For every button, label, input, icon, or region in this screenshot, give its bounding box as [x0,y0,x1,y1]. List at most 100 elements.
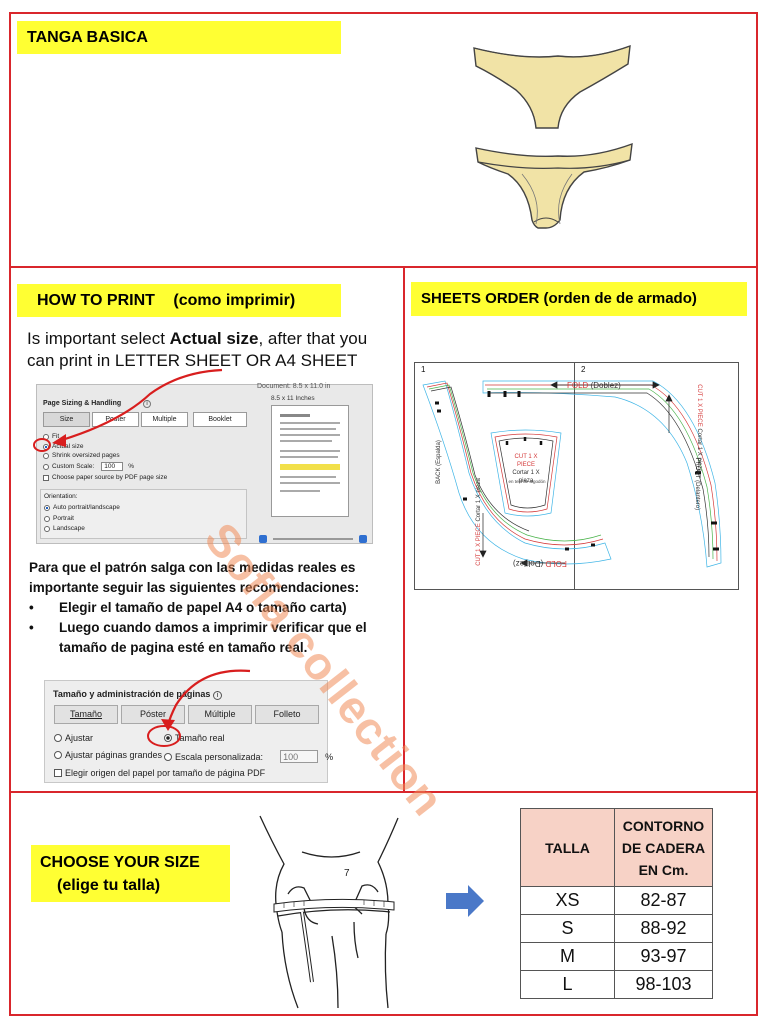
ajustar-option[interactable]: Ajustar [54,733,93,743]
shrink-option[interactable]: Shrink oversized pages [43,452,120,459]
hip-cell: 82-87 [614,886,713,915]
info-icon-es: i [212,691,222,700]
paper-source-label: Choose paper source by PDF page size [52,474,168,481]
orientation-auto-radio[interactable] [44,504,50,511]
origen-papel-label: Elegir origen del papel por tamaño de pá… [65,768,266,778]
tamano-button[interactable]: Tamaño [54,705,118,724]
folleto-button[interactable]: Folleto [255,705,319,724]
escala-label: Escala personalizada: [175,751,264,762]
orientation-landscape[interactable]: Landscape [44,525,85,532]
actual-size-option[interactable]: Actual size [43,443,83,450]
callout-arrow-en [33,368,223,452]
print-dialog-es: Tamaño y administración de páginas i Tam… [44,680,333,783]
tamano-real-radio[interactable] [164,734,172,742]
es-item-2-pre: Luego cuando damos a imprimir verificar … [59,620,367,655]
preview-next-icon[interactable] [359,535,367,543]
bullet-2: • [29,620,34,635]
section-choose-size [9,791,758,1016]
page-sizing-title: Page Sizing & Handling [43,400,122,407]
paper-source-checkbox[interactable] [43,474,49,481]
ajustar-label: Ajustar [65,733,94,743]
orientation-portrait[interactable]: Portrait [44,515,74,522]
escala-radio[interactable] [164,752,172,761]
table-row: M 93-97 [520,942,713,971]
actual-size-radio[interactable] [43,443,49,450]
escala-unit: % [325,751,334,762]
choose-size-es: (elige tu talla) [57,877,161,894]
orientation-auto[interactable]: Auto portrait/landscape [44,504,120,511]
table-row: XS 82-87 [520,886,713,915]
sheets-order-title: SHEETS ORDER (orden de de armado) [411,282,747,316]
tamano-real-label: Tamaño real [175,733,225,743]
bullet-1: • [29,600,34,615]
multiple-button[interactable]: Multiple [141,412,188,427]
shrink-radio[interactable] [43,452,49,459]
grain-arrows [479,381,673,567]
custom-scale-option[interactable]: Custom Scale:100% [43,462,134,471]
table-row: L 98-103 [520,970,713,999]
size-cell: XS [520,886,615,915]
es-dialog-title-text: Tamaño y administración de páginas [53,689,211,699]
hip-cell: 93-97 [614,942,713,971]
hip-cell: 98-103 [614,970,713,999]
table-row: S 88-92 [520,914,713,943]
multiple-es-button[interactable]: Múltiple [188,705,252,724]
actual-size-label: Actual size [52,443,84,450]
custom-scale-label: Custom Scale: [52,463,95,470]
cut-back-label: CUT 1 X PIECE Cortar 1 X pieza [475,478,482,566]
size-table-header: TALLA CONTORNO DE CADERA EN Cm. [520,808,713,887]
es-item-2-post: . [303,640,308,655]
how-to-print-en: HOW TO PRINT [37,292,155,309]
pattern-divider [574,363,575,589]
es-item-2-text: Luego cuando damos a imprimir verificar … [59,618,397,658]
spanish-instructions: Para que el patrón salga con las medidas… [29,558,397,658]
print-intro-text: Is important select Actual size, after t… [27,328,392,372]
custom-scale-input[interactable]: 100 [101,462,124,471]
orientation-portrait-radio[interactable] [44,515,50,522]
print-dialog-en: Document: 8.5 x 11.0 in Page Sizing & Ha… [36,383,373,544]
page-preview [271,405,349,517]
es-item-2: • Luego cuando damos a imprimir verificar… [29,618,397,658]
es-intro: Para que el patrón salga con las medidas… [29,560,360,595]
custom-scale-radio[interactable] [43,463,49,470]
size-button[interactable]: Size [43,412,90,427]
booklet-button[interactable]: Booklet [193,412,247,427]
preview-slider[interactable] [273,538,353,540]
orientation-portrait-label: Portrait [53,515,74,522]
es-dialog-title: Tamaño y administración de páginas i [53,689,222,700]
figure-number: 7 [344,868,350,879]
ajustar-grandes-label: Ajustar páginas grandes [65,750,163,760]
ajustar-grandes-radio[interactable] [54,751,62,759]
intro-pre: Is important select [27,329,170,348]
tanga-title: TANGA BASICA [17,21,341,54]
fold-top-label: FOLD (Doblez) [567,381,621,390]
size-table: TALLA CONTORNO DE CADERA EN Cm. XS 82-87… [520,808,713,999]
tanga-back-view [475,142,633,229]
pattern-diagram: 1 2 [414,362,739,590]
page-preview-size: 8.5 x 11 Inches [271,395,315,402]
ajustar-radio[interactable] [54,734,62,742]
tanga-front-view [473,44,631,129]
es-item-1: •Elegir el tamaño de papel A4 o tamaño c… [29,598,397,618]
escala-option[interactable]: Escala personalizada: 100% [164,750,333,763]
choose-size-en: CHOOSE YOUR SIZE [40,854,200,871]
orientation-landscape-radio[interactable] [44,525,50,532]
sheet-2-label: 2 [581,365,586,374]
tanga-illustration [473,44,633,229]
preview-prev-icon[interactable] [259,535,267,543]
preview-nav[interactable] [259,535,369,543]
front-piece [482,380,722,568]
sheet-1-label: 1 [421,365,426,374]
ajustar-grandes-option[interactable]: Ajustar páginas grandes [54,750,162,760]
paper-source-option[interactable]: Choose paper source by PDF page size [43,474,167,481]
cut-front-label: CUT 1 X PIECE Cortar 1 X pieza [695,384,702,472]
escala-input[interactable]: 100 [280,750,319,763]
tamano-real-option[interactable]: Tamaño real [164,733,225,743]
shrink-label: Shrink oversized pages [52,452,120,459]
choose-size-title: CHOOSE YOUR SIZE (elige tu talla) [31,845,230,902]
back-label: BACK (Espalda) [435,440,442,484]
origen-papel-option[interactable]: Elegir origen del papel por tamaño de pá… [54,768,265,778]
origen-papel-checkbox[interactable] [54,769,62,777]
back-piece [422,380,612,565]
